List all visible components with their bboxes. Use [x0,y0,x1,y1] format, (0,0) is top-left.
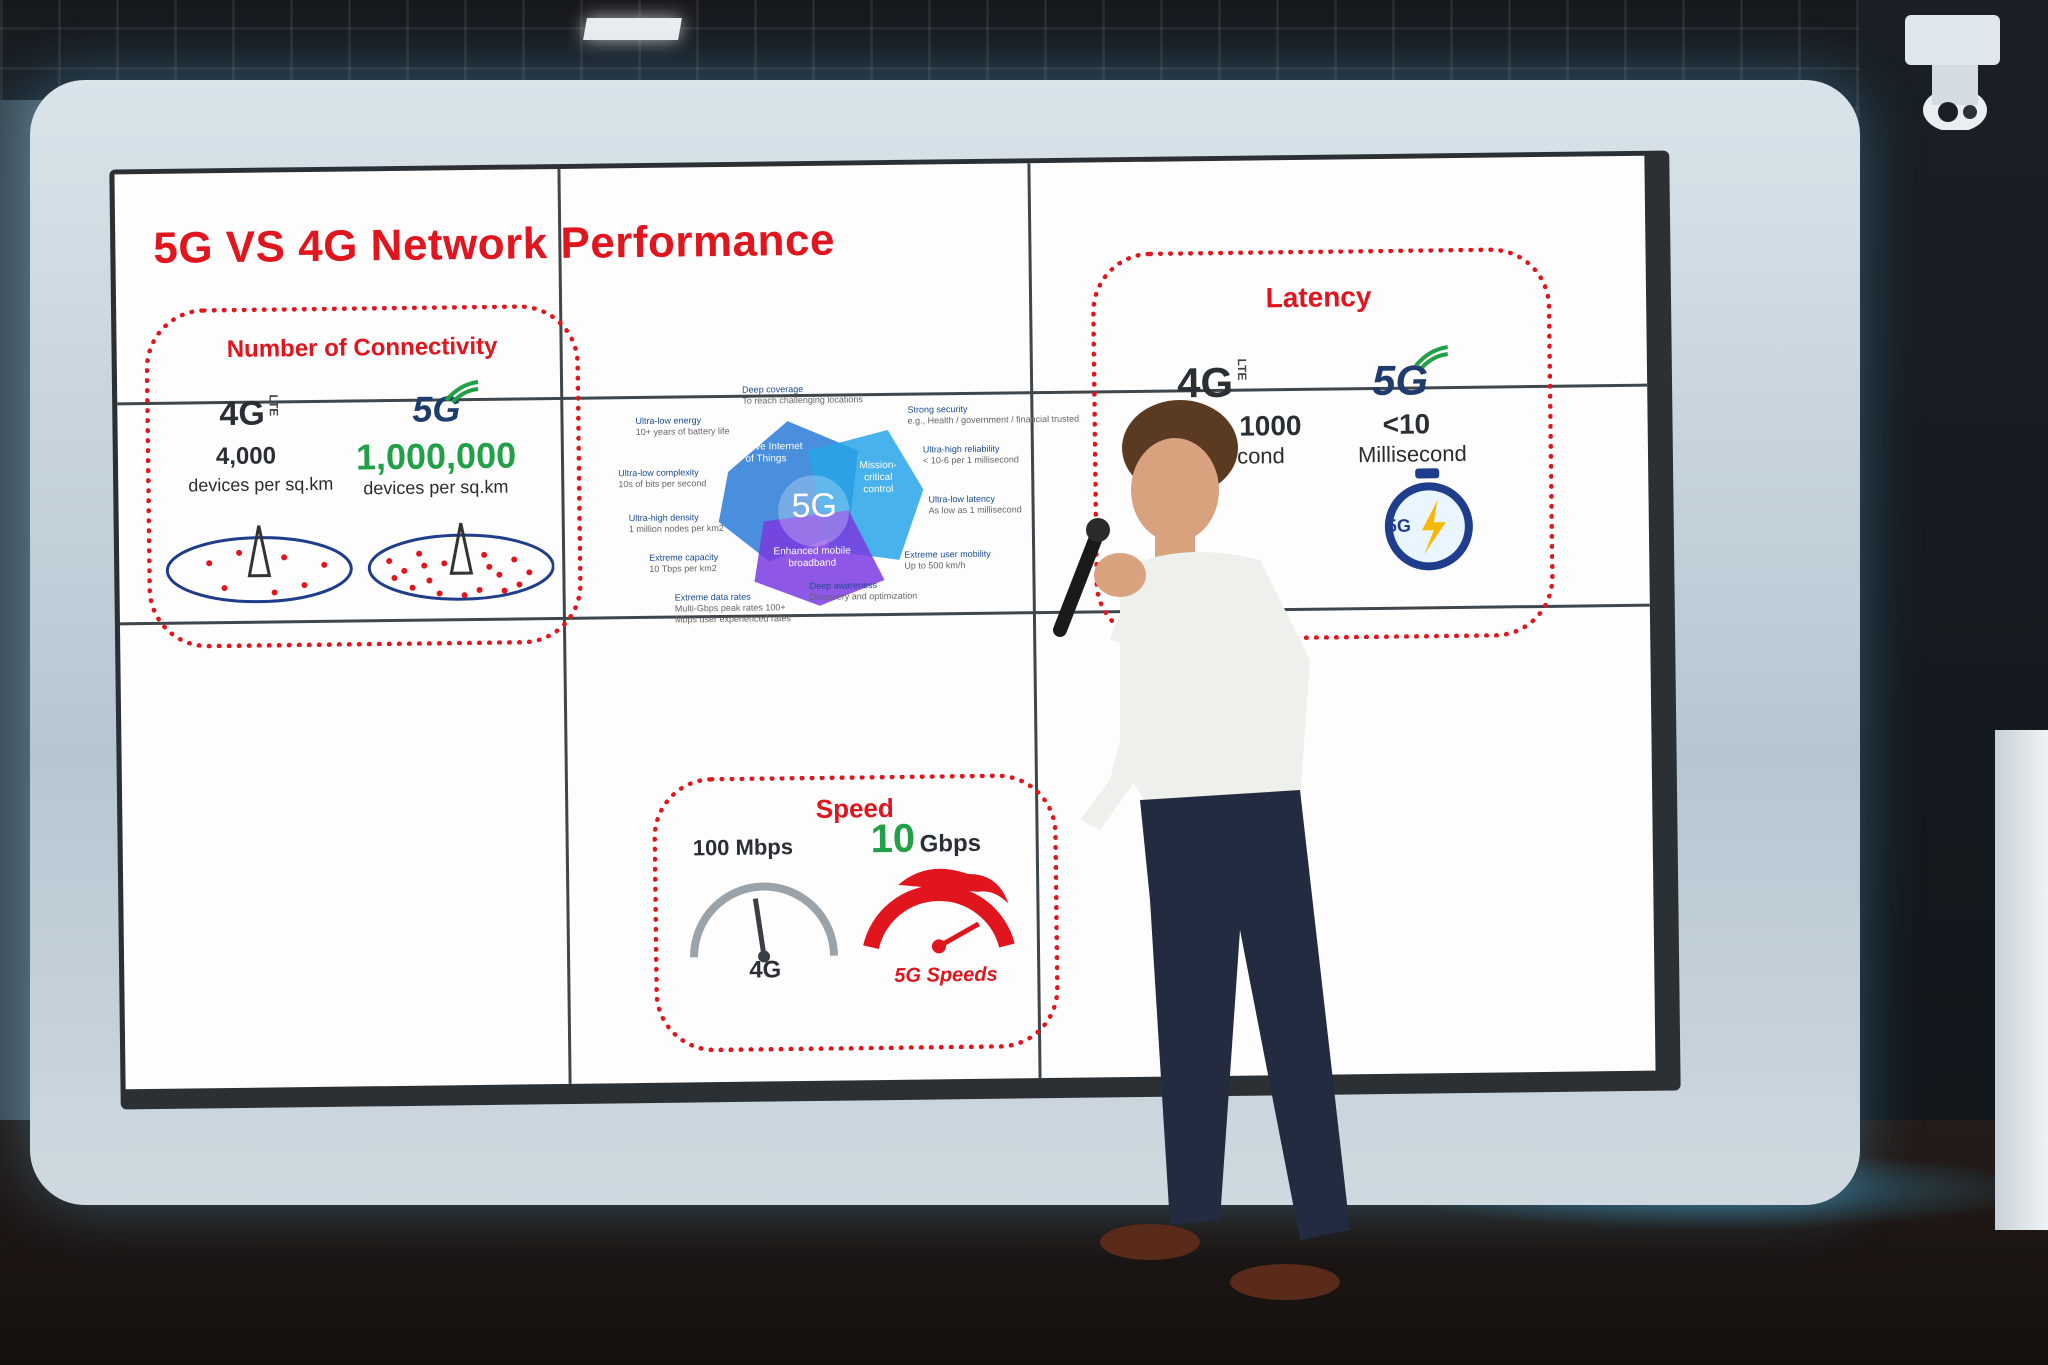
stopwatch-icon [1384,468,1473,571]
security-camera-icon [1905,15,2000,130]
signal-icon [444,379,479,404]
video-wall-slide: 5G VS 4G Network Performance Number of C… [114,155,1656,1090]
speedometer-4g-icon [690,882,839,963]
signal-icon [1414,345,1449,369]
coverage-diagram [165,522,555,604]
side-display-stand [1995,730,2048,1230]
5g-use-case-diagram [718,421,924,606]
tower-icon [247,522,474,578]
speedometer-5g-icon [863,868,1015,954]
